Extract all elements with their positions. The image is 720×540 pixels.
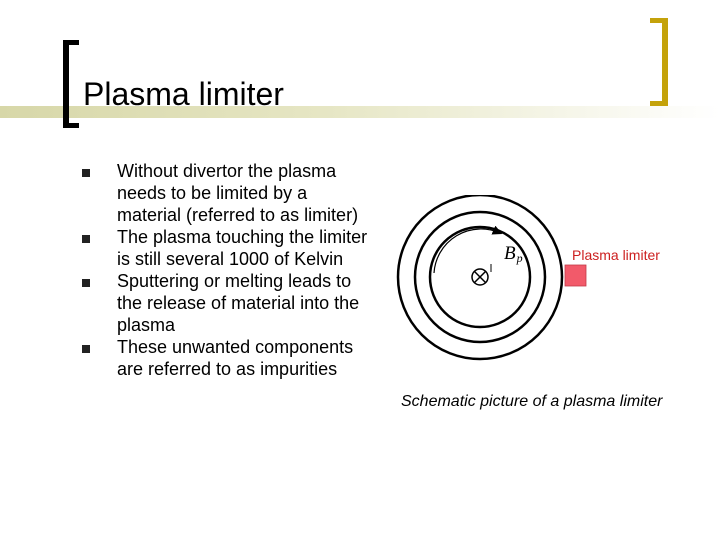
square-bullet-icon — [82, 345, 90, 353]
bullet-item: The plasma touching the limiter is still… — [82, 226, 372, 270]
bullet-text: The plasma touching the limiter is still… — [117, 227, 368, 269]
outer-vessel-circle — [396, 195, 564, 361]
square-bullet-icon — [82, 235, 90, 243]
bullet-list: Without divertor the plasma needs to be … — [82, 160, 372, 380]
plasma-limiter-diagram: Bp — [396, 195, 587, 361]
field-label-subscript: p — [516, 251, 523, 265]
left-bracket-decoration — [63, 40, 79, 128]
plasma-flux-surface-outer — [413, 210, 547, 344]
current-into-page-icon — [471, 268, 489, 286]
bullet-text: Sputtering or melting leads to the relea… — [117, 271, 360, 335]
field-label: Bp — [504, 243, 523, 265]
bullet-item: Sputtering or melting leads to the relea… — [82, 270, 372, 336]
bullet-item: Without divertor the plasma needs to be … — [82, 160, 372, 226]
plasma-flux-surface-inner — [428, 225, 532, 329]
bullet-text: These unwanted components are referred t… — [117, 337, 354, 379]
figure-caption: Schematic picture of a plasma limiter — [401, 393, 663, 410]
right-bracket-decoration — [650, 18, 668, 106]
poloidal-field-arrow — [433, 225, 503, 274]
plasma-limiter-label: Plasma limiter — [572, 247, 660, 263]
slide-title: Plasma limiter — [83, 76, 284, 112]
field-label-base: B — [504, 243, 516, 264]
square-bullet-icon — [82, 169, 90, 177]
bullet-text: Without divertor the plasma needs to be … — [117, 161, 359, 225]
plasma-limiter-block — [564, 264, 587, 287]
title-underline-bar — [0, 106, 720, 118]
square-bullet-icon — [82, 279, 90, 287]
bullet-item: These unwanted components are referred t… — [82, 336, 372, 380]
